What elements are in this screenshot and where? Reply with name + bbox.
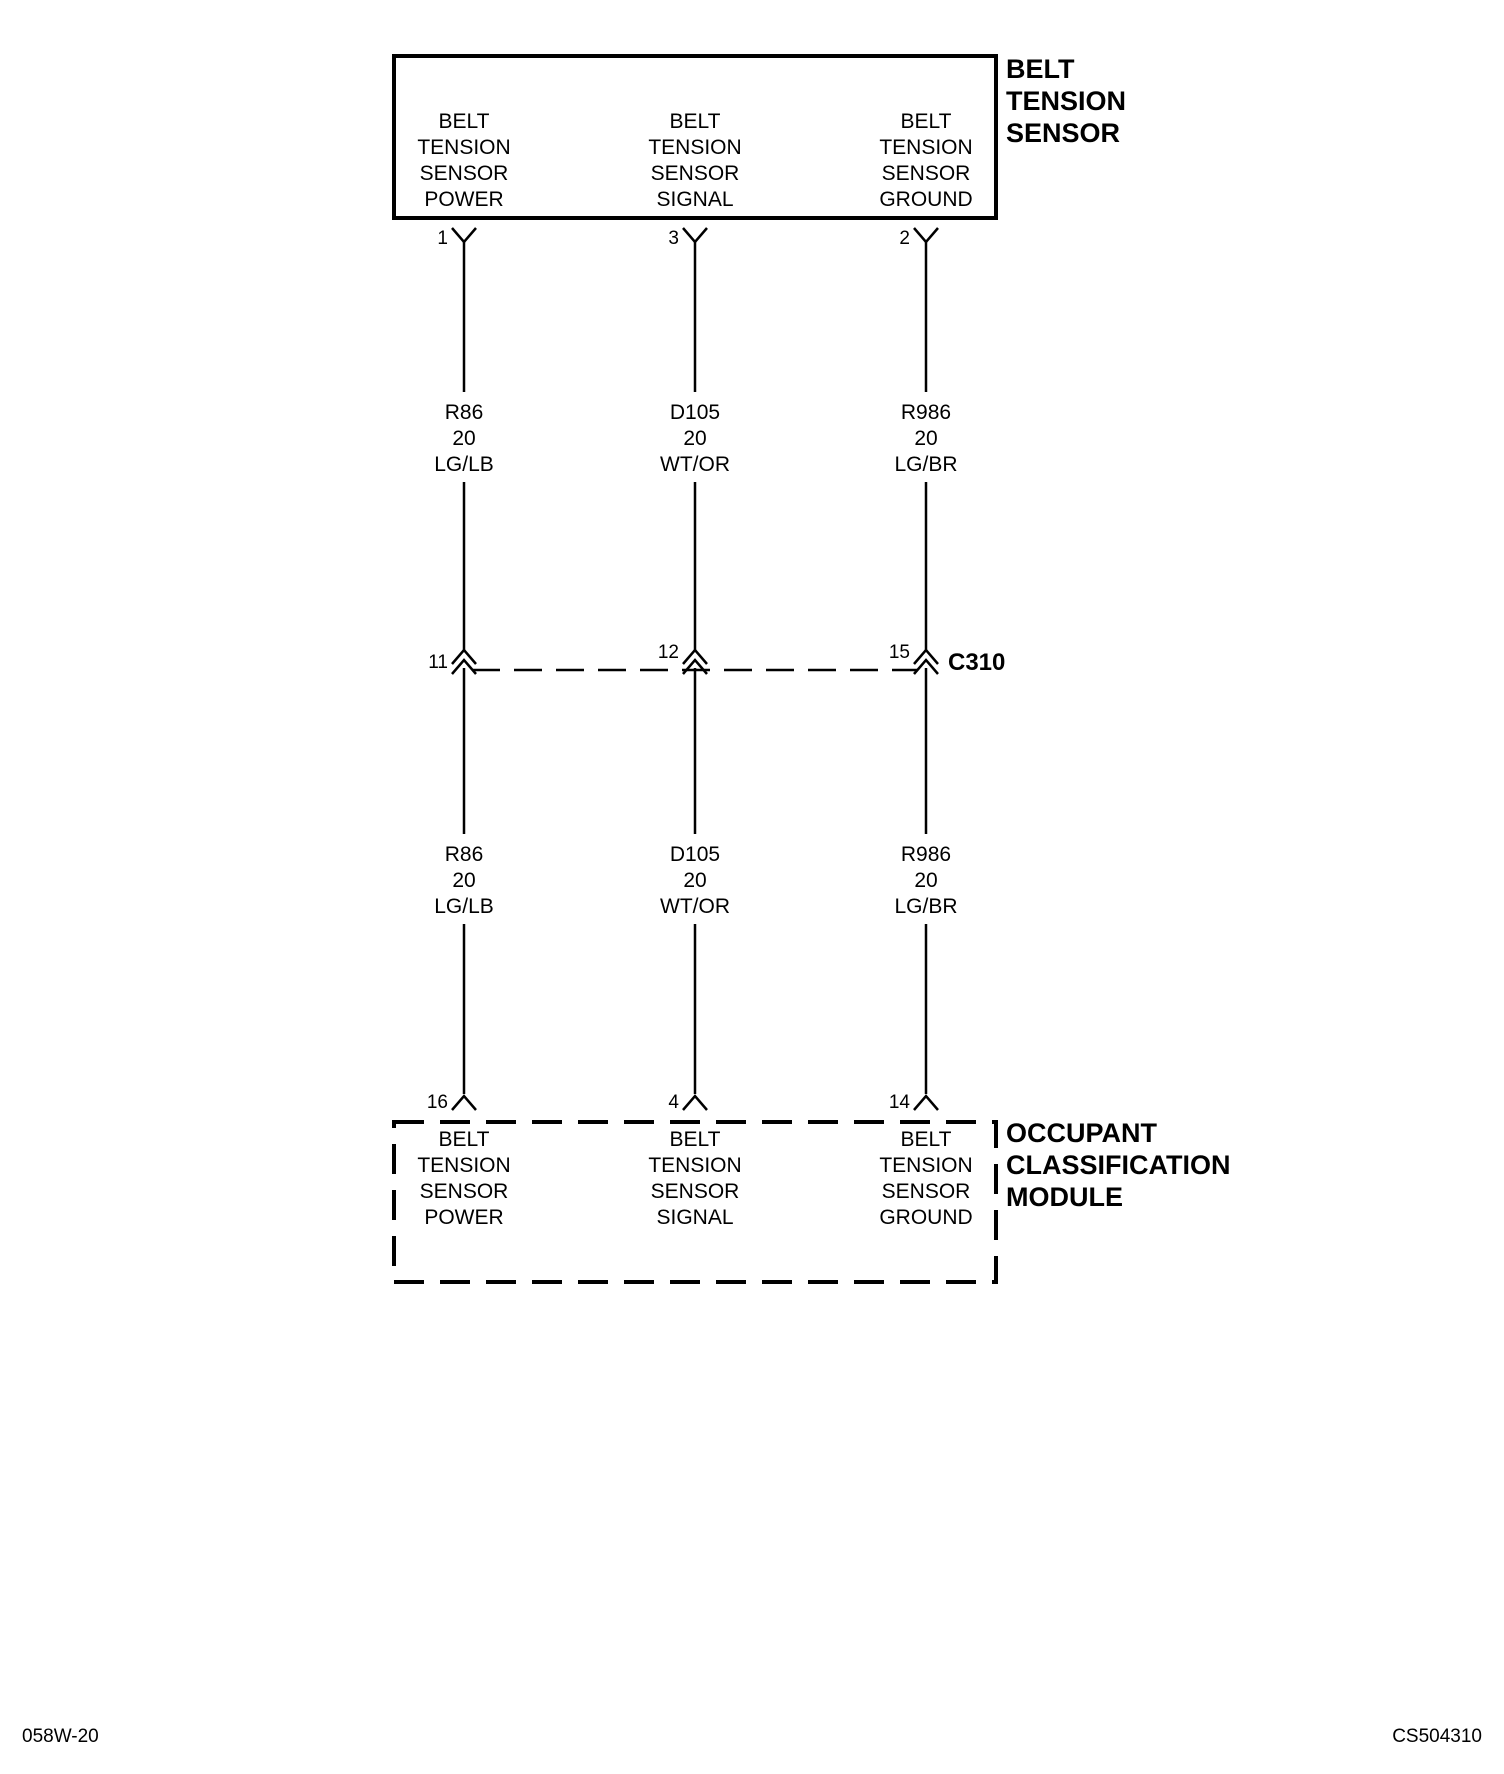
connector-pin-number: 15	[889, 642, 910, 663]
sensor-pin-label: SENSOR	[882, 162, 971, 185]
module-title-line-1: OCCUPANT	[1006, 1118, 1157, 1148]
module-pin-label: BELT	[901, 1128, 952, 1151]
module-pin-label: GROUND	[879, 1206, 972, 1229]
sensor-pin-label: TENSION	[417, 136, 510, 159]
sensor-pin-label: BELT	[901, 110, 952, 133]
module-pin-label: SENSOR	[420, 1180, 509, 1203]
wire-gauge: 20	[683, 869, 706, 892]
female-terminal-icon	[913, 227, 939, 244]
female-terminal-icon	[451, 227, 477, 244]
sensor-pin-number: 2	[899, 228, 910, 249]
sensor-pin-label: GROUND	[879, 188, 972, 211]
module-pin-number: 4	[668, 1092, 679, 1113]
module-pin-label: SIGNAL	[656, 1206, 733, 1229]
module-pin-number: 14	[889, 1092, 911, 1113]
wire-gauge: 20	[914, 427, 937, 450]
wire-gauge: 20	[914, 869, 937, 892]
sensor-title-line-2: TENSION	[1006, 86, 1126, 116]
module-title-line-2: CLASSIFICATION	[1006, 1150, 1231, 1180]
footer-left-code: 058W-20	[22, 1726, 99, 1747]
occupant-classification-module: 16 4 14 OCCUPANT CLASSIFICATION MODULE B…	[392, 1092, 1231, 1284]
connector-chevron-icon	[682, 648, 708, 675]
male-terminal-icon	[682, 1094, 708, 1111]
wire-labels-lower: R86 20 LG/LB D105 20 WT/OR R986 20 LG/BR	[434, 843, 957, 918]
wire-gauge: 20	[452, 427, 475, 450]
connector-pin-number: 12	[658, 642, 679, 663]
module-pin-label: SENSOR	[651, 1180, 740, 1203]
wire-labels-upper: R86 20 LG/LB D105 20 WT/OR R986 20 LG/BR	[434, 401, 957, 476]
connector-chevron-icon	[913, 648, 939, 675]
module-pin-label: TENSION	[648, 1154, 741, 1177]
wire-gauge: 20	[683, 427, 706, 450]
module-pin-label: BELT	[439, 1128, 490, 1151]
connector-pin-number: 11	[428, 652, 448, 673]
module-pin-label: SENSOR	[882, 1180, 971, 1203]
module-pin-label: POWER	[424, 1206, 503, 1229]
module-pin-label: BELT	[670, 1128, 721, 1151]
wire-circuit: R986	[901, 401, 951, 424]
connector-chevron-icon	[451, 648, 477, 675]
wire-circuit: D105	[670, 401, 720, 424]
module-pin-label: TENSION	[879, 1154, 972, 1177]
sensor-pin-label: SIGNAL	[656, 188, 733, 211]
sensor-pin-label: BELT	[670, 110, 721, 133]
sensor-title-line-1: BELT	[1006, 54, 1075, 84]
sensor-title-line-3: SENSOR	[1006, 118, 1120, 148]
wire-color: LG/BR	[894, 895, 957, 918]
male-terminal-icon	[913, 1094, 939, 1111]
sensor-pin-label: SENSOR	[420, 162, 509, 185]
sensor-pin-label: POWER	[424, 188, 503, 211]
sensor-pin-number: 3	[668, 228, 679, 249]
wire-gauge: 20	[452, 869, 475, 892]
wire-circuit: D105	[670, 843, 720, 866]
module-title-line-3: MODULE	[1006, 1182, 1123, 1212]
wire-circuit: R86	[445, 843, 484, 866]
wire-circuit: R86	[445, 401, 484, 424]
wire-circuit: R986	[901, 843, 951, 866]
sensor-pin-label: TENSION	[648, 136, 741, 159]
connector-c310: 11 12 15 C310	[428, 642, 1005, 676]
belt-tension-sensor: BELT TENSION SENSOR BELT TENSION SENSOR …	[392, 54, 1126, 249]
wire-color: LG/LB	[434, 895, 494, 918]
sensor-box	[392, 54, 998, 220]
sensor-pin-label: SENSOR	[651, 162, 740, 185]
female-terminal-icon	[682, 227, 708, 244]
wire-color: WT/OR	[660, 895, 730, 918]
module-pin-number: 16	[427, 1092, 448, 1113]
wire-color: WT/OR	[660, 453, 730, 476]
footer-right-code: CS504310	[1392, 1726, 1482, 1747]
wire-color: LG/LB	[434, 453, 494, 476]
module-box	[392, 1120, 998, 1284]
connector-name: C310	[948, 649, 1005, 676]
wires	[462, 242, 928, 1094]
wire-color: LG/BR	[894, 453, 957, 476]
module-pin-label: TENSION	[417, 1154, 510, 1177]
sensor-pin-number: 1	[437, 228, 448, 249]
sensor-pin-label: BELT	[439, 110, 490, 133]
male-terminal-icon	[451, 1094, 477, 1111]
sensor-pin-label: TENSION	[879, 136, 972, 159]
